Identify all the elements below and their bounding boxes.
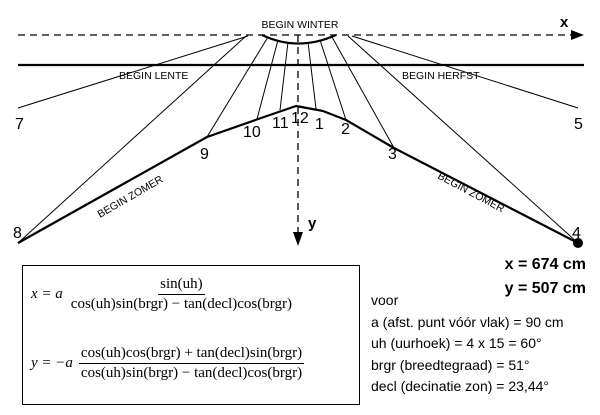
hour-label-5: 5 — [574, 116, 583, 133]
formula-x-lhs: x = a — [31, 286, 63, 302]
param-intro: voor — [371, 292, 399, 308]
hour-label-3: 3 — [388, 146, 397, 163]
formula-x: x = a sin(uh) cos(uh)sin(brgr) − tan(dec… — [31, 276, 294, 313]
label-begin-lente: BEGIN LENTE — [119, 70, 188, 82]
hour-label-7: 7 — [15, 116, 24, 133]
hour-line-7 — [17, 35, 249, 109]
formula-x-fraction: sin(uh) cos(uh)sin(brgr) − tan(decl)cos(… — [69, 276, 294, 313]
hour-label-8: 8 — [13, 225, 22, 242]
formula-x-numerator: sin(uh) — [158, 276, 205, 295]
y-axis-arrowhead — [293, 232, 303, 246]
result-x: x = 674 cm — [504, 256, 586, 273]
formula-y: y = −a cos(uh)cos(brgr) + tan(decl)sin(b… — [31, 345, 305, 382]
hour-line-5 — [351, 35, 579, 109]
hour-line-4 — [347, 35, 579, 244]
result-y: y = 507 cm — [504, 280, 586, 297]
hour-label-9: 9 — [200, 146, 209, 163]
hour-label-12: 12 — [291, 110, 309, 127]
hour-line-11 — [279, 41, 289, 111]
winter-curve — [261, 33, 337, 45]
hour-line-8 — [17, 35, 247, 244]
hour-label-4: 4 — [572, 225, 581, 242]
formula-y-fraction: cos(uh)cos(brgr) + tan(decl)sin(brgr) co… — [78, 345, 305, 382]
formula-y-lhs: y = −a — [31, 355, 73, 371]
label-begin-winter: BEGIN WINTER — [261, 19, 338, 31]
hour-label-2: 2 — [341, 121, 350, 138]
param-brgr: brgr (breedtegraad) = 51° — [371, 356, 530, 373]
summer-curve — [17, 104, 579, 244]
hour-line-9 — [206, 36, 269, 138]
formula-box: x = a sin(uh) cos(uh)sin(brgr) − tan(dec… — [22, 265, 360, 405]
formula-x-denominator: cos(uh)sin(brgr) − tan(decl)cos(brgr) — [70, 296, 292, 312]
label-begin-zomer-right: BEGIN ZOMER — [436, 170, 507, 215]
param-uh: uh (uurhoek) = 4 x 15 = 60° — [371, 335, 542, 351]
hour-label-10: 10 — [243, 124, 261, 141]
sundial-diagram: x y BEGIN WINTER BEGIN LENTE BEGIN HERFS… — [13, 14, 584, 248]
param-decl: decl (decinatie zon) = 23,44° — [371, 378, 549, 394]
hour-label-11: 11 — [272, 115, 289, 132]
hour-line-1 — [307, 41, 317, 110]
parameter-list: voor a (afst. punt vóór vlak) = 90 cm uh… — [371, 290, 564, 398]
y-axis-label: y — [308, 215, 317, 232]
x-axis-label: x — [560, 14, 569, 31]
label-begin-herfst: BEGIN HERFST — [402, 70, 480, 82]
x-axis-arrowhead — [571, 30, 584, 40]
hour-line-2 — [319, 39, 347, 121]
param-a: a (afst. punt vóór vlak) = 90 cm — [371, 313, 564, 330]
formula-y-denominator: cos(uh)sin(brgr) − tan(decl)cos(brgr) — [80, 365, 303, 381]
hour-label-1: 1 — [315, 116, 324, 133]
formula-y-numerator: cos(uh)cos(brgr) + tan(decl)sin(brgr) — [78, 345, 305, 364]
hour-line-10 — [256, 39, 279, 120]
hour-line-3 — [331, 36, 395, 149]
hour-lines — [17, 35, 579, 244]
